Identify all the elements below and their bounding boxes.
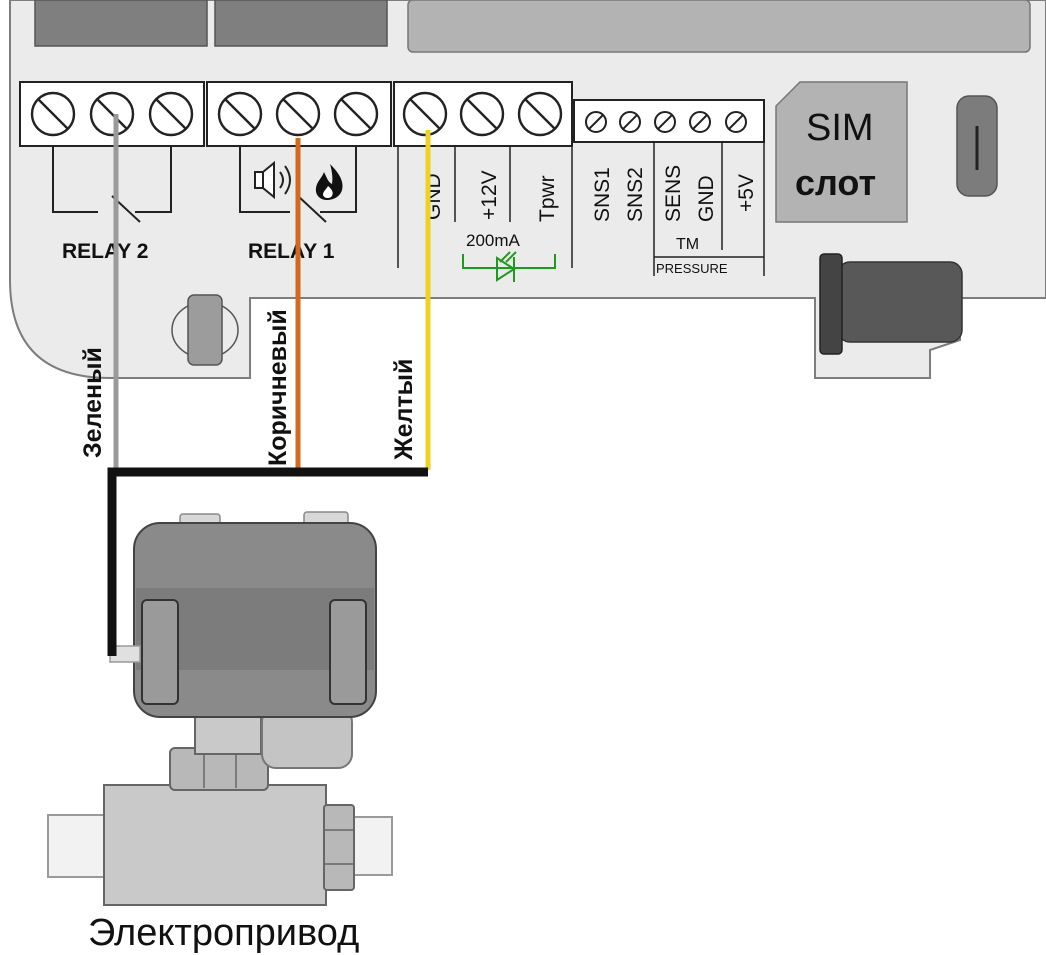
screw-r1-2 bbox=[275, 91, 321, 137]
valve-body bbox=[103, 784, 327, 906]
pin-sns1: SNS1 bbox=[591, 167, 614, 222]
screw-p-1 bbox=[402, 91, 448, 137]
screw-s-5 bbox=[725, 111, 747, 133]
screw-s-4 bbox=[689, 111, 711, 133]
pin-gnd2: GND bbox=[695, 175, 718, 222]
actuator-side-tab-right bbox=[329, 599, 367, 705]
actuator-side-tab-left bbox=[141, 599, 179, 705]
flame-icon bbox=[315, 164, 343, 200]
relay2-label: RELAY 2 bbox=[62, 240, 148, 263]
screw-s-2 bbox=[619, 111, 641, 133]
sensor-terminal-block bbox=[573, 99, 765, 143]
top-block-3 bbox=[407, 0, 1031, 53]
pressure-label: PRESSURE bbox=[656, 261, 728, 276]
valve-nut bbox=[323, 804, 355, 891]
sim-label: SIM bbox=[806, 107, 874, 149]
pin-12v: +12V bbox=[478, 170, 501, 220]
actuator-label: Электропривод bbox=[88, 912, 359, 954]
electric-actuator bbox=[47, 511, 393, 906]
green-wire-label: Зеленый bbox=[79, 347, 107, 458]
relay1-label: RELAY 1 bbox=[248, 240, 335, 263]
screw-p-2 bbox=[459, 91, 505, 137]
yellow-wire-label: Желтый bbox=[390, 359, 418, 461]
pipe-left bbox=[47, 814, 113, 878]
pipe-right bbox=[351, 816, 393, 876]
screw-s-3 bbox=[654, 111, 676, 133]
top-block-2 bbox=[214, 0, 388, 47]
screw-r1-3 bbox=[333, 91, 379, 137]
wiring bbox=[107, 114, 431, 656]
power-connector bbox=[819, 253, 963, 355]
sim-slot-label: слот bbox=[795, 162, 876, 203]
pin-tpwr: Tpwr bbox=[536, 175, 559, 222]
led-symbol-icon bbox=[462, 251, 556, 282]
sensor-pin-dividers bbox=[653, 142, 765, 276]
relay1-contact-schematic bbox=[239, 146, 357, 223]
screw-p-3 bbox=[517, 91, 563, 137]
pin-gnd: GND bbox=[422, 173, 445, 220]
speaker-icon bbox=[254, 160, 291, 200]
screw-r1-1 bbox=[217, 91, 263, 137]
screw-r2-1 bbox=[30, 91, 76, 137]
current-label: 200mA bbox=[466, 231, 521, 250]
screw-r2-2 bbox=[89, 91, 135, 137]
power-terminal-block bbox=[393, 81, 573, 147]
pin-5v: +5V bbox=[735, 174, 758, 212]
controller-board: RELAY 2 RELAY 1 GND +12V Tpwr 200mA bbox=[9, 0, 1046, 379]
relay1-terminal-block bbox=[206, 81, 392, 147]
screw-s-1 bbox=[585, 111, 607, 133]
relay2-terminal-block bbox=[19, 81, 205, 147]
side-button bbox=[956, 95, 998, 197]
pin-sens: SENS bbox=[662, 165, 685, 222]
black-cable bbox=[107, 467, 428, 656]
pin-sns2: SNS2 bbox=[624, 167, 647, 222]
top-block-1 bbox=[34, 0, 208, 47]
sim-slot: SIM слот bbox=[775, 81, 908, 223]
power-pin-dividers bbox=[397, 146, 573, 268]
screw-r2-3 bbox=[148, 91, 194, 137]
tm-label: TM bbox=[676, 236, 699, 253]
brown-wire-label: Коричневый bbox=[264, 309, 292, 466]
mount-clip bbox=[171, 294, 239, 366]
